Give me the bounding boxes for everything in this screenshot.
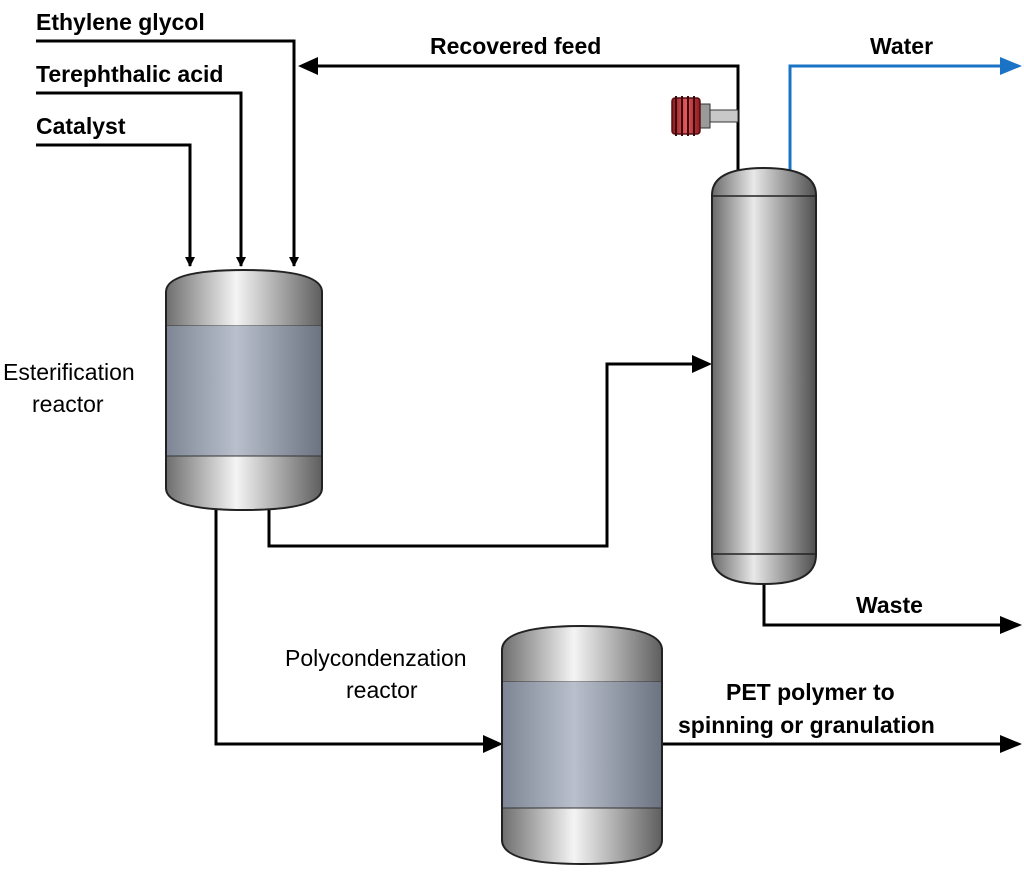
polycondensation-feed-arrowhead — [483, 735, 503, 753]
distillation-column — [711, 166, 817, 586]
esterification-reactor-label-line1: Esterification — [3, 359, 135, 385]
esterification-to-column-line — [267, 362, 704, 548]
pet-product-label-line1: PET polymer to — [726, 679, 895, 705]
polycondensation-reactor-vessel — [501, 624, 663, 866]
water-arrowhead — [1000, 57, 1022, 75]
polycondensation-reactor-label-line2: reactor — [346, 677, 418, 703]
column-feed-arrowhead — [692, 355, 712, 373]
recovered-feed-label: Recovered feed — [430, 33, 601, 59]
terephthalic-acid-feed-line — [36, 91, 246, 267]
ethylene-glycol-feed-line — [36, 39, 299, 267]
esterification-reactor-label-line2: reactor — [32, 391, 104, 417]
heater-coil-icon — [671, 96, 739, 136]
terephthalic-acid-label: Terephthalic acid — [36, 61, 223, 87]
waste-outlet-line — [762, 582, 1004, 627]
recovered-feed-line — [306, 64, 740, 170]
catalyst-feed-line — [36, 143, 195, 267]
catalyst-label: Catalyst — [36, 113, 126, 139]
pet-product-arrowhead — [1000, 735, 1022, 753]
polycondensation-reactor-label-line1: Polycondenzation — [285, 645, 467, 671]
ethylene-glycol-label: Ethylene glycol — [36, 9, 205, 35]
water-label: Water — [870, 33, 933, 59]
esterification-reactor-vessel — [165, 268, 323, 512]
waste-arrowhead — [1000, 616, 1022, 634]
water-outlet-line — [788, 64, 1004, 170]
esterification-to-polycondensation-line — [214, 508, 494, 746]
recovered-feed-arrowhead — [298, 57, 318, 75]
pet-product-label-line2: spinning or granulation — [678, 712, 935, 738]
waste-label: Waste — [856, 592, 923, 618]
